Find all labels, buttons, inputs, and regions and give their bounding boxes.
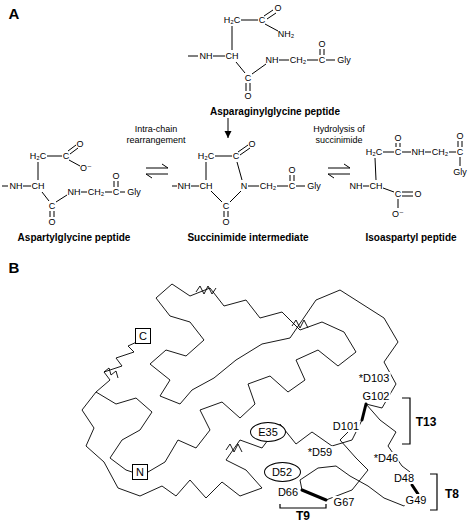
structure-group: Asparaginylglycine peptide [170, 0, 380, 118]
atom-label: O [48, 217, 55, 227]
atom-label: O⁻ [80, 163, 92, 173]
atom-label: H₂C [224, 15, 241, 25]
atom-label: O [248, 139, 255, 149]
atom-label: Gly [337, 55, 351, 65]
atom-label: Gly [453, 167, 467, 177]
atom-label: O [318, 39, 325, 49]
atom-label: C [457, 147, 464, 157]
peptide-brackets [280, 398, 437, 510]
protein-backbone [82, 284, 418, 506]
atom-label: CH [200, 181, 213, 191]
atom-label: CH₂ [290, 55, 307, 65]
residue-label: *D103 [358, 372, 391, 384]
residue-label: T9 [295, 510, 311, 523]
atom-label: O [76, 139, 83, 149]
atom-label: C [233, 151, 240, 161]
reaction-label: Intra-chain rearrangement [120, 124, 192, 146]
atom-label: C [259, 15, 266, 25]
structure-group: Isoaspartyl peptide [352, 138, 470, 244]
residue-label: T8 [444, 488, 460, 501]
atom-label: C [395, 147, 402, 157]
atom-label: C [49, 201, 56, 211]
atom-label: NH [412, 147, 425, 157]
residue-label: D48 [393, 472, 415, 484]
atom-label: NH [10, 181, 23, 191]
structure-group: Aspartylglycine peptide [4, 138, 144, 244]
residue-circle: E35 [250, 422, 286, 442]
residue-circle: D52 [264, 462, 301, 482]
node-text: D52 [265, 466, 300, 478]
atom-label: O [274, 3, 281, 13]
atom-label: Gly [307, 181, 321, 191]
atom-label: C [395, 189, 402, 199]
atom-label: O [288, 165, 295, 175]
residue-label: T13 [415, 416, 438, 429]
structure-group: Succinimide intermediate [170, 138, 326, 244]
panel-letter: B [9, 260, 20, 276]
atom-label: C [319, 55, 326, 65]
chemical-bonds [2, 10, 462, 217]
atom-label: CH₂ [432, 147, 449, 157]
atom-label: CH [32, 181, 45, 191]
atom-label: NH [68, 187, 81, 197]
atom-label: O [222, 217, 229, 227]
atom-label: CH₂ [88, 187, 105, 197]
residue-label: D101 [332, 420, 360, 432]
atom-label: CH₂ [260, 181, 277, 191]
atom-label: NH₂ [278, 29, 295, 39]
node-text: N [133, 466, 147, 478]
structure-name: Succinimide intermediate [187, 232, 308, 244]
atom-label: C [63, 151, 70, 161]
residue-label: *D59 [307, 446, 333, 458]
equilibrium-arrow [146, 164, 168, 178]
residue-label: *D46 [373, 452, 399, 464]
equilibrium-arrow [328, 164, 350, 178]
atom-label: H₂C [198, 151, 215, 161]
atom-label: NH [266, 55, 279, 65]
tryptic-peptide-segments [302, 404, 418, 500]
atom-label: C [245, 73, 252, 83]
reaction-label: Hydrolysis of succinimide [303, 124, 375, 146]
atom-label: N [241, 181, 248, 191]
atom-label: C [113, 187, 120, 197]
atom-label: CH [370, 181, 383, 191]
structure-name: Isoaspartyl peptide [365, 232, 456, 244]
atom-label: O [456, 131, 463, 141]
atom-label: C [289, 181, 296, 191]
residue-label: G49 [405, 494, 428, 506]
terminus-box: N [132, 464, 148, 480]
structure-name: Aspartylglycine peptide [18, 232, 131, 244]
atom-label: C [223, 201, 230, 211]
atom-label: H₂C [366, 147, 383, 157]
atom-label: Gly [127, 187, 141, 197]
atom-label: NH [350, 181, 363, 191]
atom-label: O [112, 171, 119, 181]
atom-label: CH [226, 51, 239, 61]
residue-label: G102 [362, 390, 391, 402]
residue-label: G67 [333, 496, 356, 508]
terminus-box: C [135, 328, 151, 344]
atom-label: NH [178, 181, 191, 191]
atom-label: O [394, 133, 401, 143]
atom-label: O⁻ [392, 209, 404, 219]
node-text: E35 [251, 426, 285, 438]
structure-name: Asparaginylglycine peptide [210, 106, 340, 118]
atom-label: O [244, 91, 251, 101]
atom-label: O [414, 189, 421, 199]
reaction-arrow [225, 118, 232, 138]
panel-letter: A [9, 6, 20, 22]
node-text: C [136, 330, 150, 342]
residue-label: D66 [277, 486, 299, 498]
atom-label: NH [200, 51, 213, 61]
atom-label: H₂C [30, 151, 47, 161]
